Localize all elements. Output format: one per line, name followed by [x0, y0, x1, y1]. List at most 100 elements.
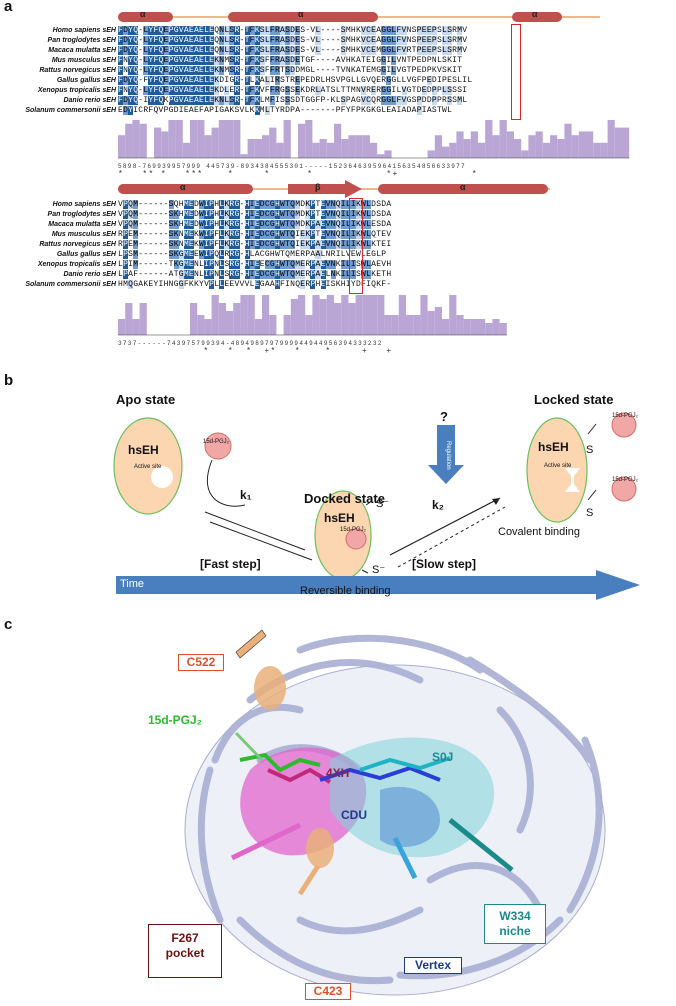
conservation-1-bar — [377, 154, 385, 158]
conservation-2-bar — [449, 295, 457, 335]
covalent-binding-label: Covalent binding — [498, 526, 580, 538]
c522-label: C522 — [178, 654, 224, 671]
alignment1-sequence-7: FDYQ-IYFQKPGVAEAELEKNLSR-TFKLMFISSSDTGGF… — [118, 96, 468, 105]
conservation-1-bar — [427, 150, 435, 158]
conservation-1-bar — [132, 120, 140, 158]
conservation-1-bar — [434, 135, 442, 158]
cysteine-highlight-box-2 — [349, 198, 363, 294]
conservation-1-bar — [614, 127, 622, 158]
conservation-1-bar — [125, 123, 133, 158]
alignment1-sequence-2: FDYQ-LYFQEPGVAEAELEQNLSR-TFKSLFRASDES-VL… — [118, 46, 468, 55]
alignment2-species-3: Mus musculus sEH — [51, 231, 116, 238]
conservation-2-bar — [478, 319, 486, 335]
conservation-1-bar — [370, 142, 378, 158]
alignment2-sequence-2: VPQM------SKHMEDWIPHLKRG-HIEDCGHWTQMDKPA… — [118, 220, 392, 229]
conservation-2-bar — [420, 295, 428, 335]
conservation-1-bar — [139, 123, 147, 158]
w334-line2: niche — [499, 924, 531, 938]
alignment2-species-1: Pan troglodytes sEH — [47, 211, 116, 218]
conservation-1-bar — [168, 120, 176, 158]
conservation-2-bar — [398, 295, 406, 335]
conservation-1-bar — [204, 135, 212, 158]
conservation-2-bar — [118, 319, 126, 335]
conservation-1-bar — [197, 120, 205, 158]
conservation-1-bar — [175, 120, 183, 158]
reversible-binding-label: Reversible binding — [300, 585, 391, 597]
conservation-2-bar — [384, 315, 392, 335]
conservation-1-bar — [283, 120, 291, 158]
conservation-1-bar — [233, 120, 241, 158]
conservation-1-bar — [550, 135, 558, 158]
ligand-cdu-label: CDU — [341, 808, 367, 822]
locked-ligand-label-1: 15d-PGJ₂ — [612, 413, 639, 419]
conservation-2-bar — [326, 295, 334, 335]
locked-s-1: S — [586, 444, 594, 456]
alignment2-species-4: Rattus norvegicus sEH — [39, 241, 116, 248]
f267-line1: F267 — [171, 931, 199, 945]
ligand-15d-pgj2-label: 15d-PGJ₂ — [148, 713, 203, 727]
conservation-1-bar — [312, 142, 320, 158]
ss-alpha-3: α — [532, 9, 538, 19]
apo-ligand-label: 15d-PGJ₂ — [203, 439, 230, 445]
alignment2-species-7: Danio rerio sEH — [63, 271, 116, 278]
conservation-2-bar — [305, 315, 313, 335]
alignment1-species-1: Pan troglodytes sEH — [47, 37, 116, 44]
conservation-2-bar — [226, 311, 234, 335]
conservation-scores-1: 5898-769939957999 445739-8934384555301--… — [118, 163, 466, 170]
conservation-1-bar — [154, 127, 162, 158]
conservation-1-bar — [456, 131, 464, 158]
conservation-2-bar — [283, 315, 291, 335]
conservation-2-bar — [370, 295, 378, 335]
conservation-2-bar — [427, 311, 435, 335]
conservation-1-bar — [218, 120, 226, 158]
conservation-1-bar — [254, 139, 262, 158]
conservation-1-bar — [226, 120, 234, 158]
conservation-2-bar — [413, 315, 421, 335]
alignment1-sequence-3: FNYQ-LYFQEPGVAEAELEKNMSR-TFKSFFRASDETGF-… — [118, 56, 463, 65]
f267-line2: pocket — [165, 946, 205, 960]
alignment1-species-7: Danio rerio sEH — [63, 97, 116, 104]
conservation-2-bar — [233, 303, 241, 335]
conservation-2-bar — [218, 303, 226, 335]
alignment2-species-2: Macaca mulatta sEH — [48, 221, 116, 228]
alignment2-species-0: Homo sapiens sEH — [52, 201, 116, 208]
alignment1-sequence-4: FNYQ-LYFQEPGVAEAELEKNMSR-TFKSFFRTSDDMGL-… — [118, 66, 463, 75]
conservation-1-bar — [593, 142, 601, 158]
conservation-1-bar — [341, 139, 349, 158]
conservation-2-bar — [377, 295, 385, 335]
conservation-scores-2: 3737------743975799394-48949897979999449… — [118, 340, 383, 347]
alignment1-species-6: Xenopus tropicalis sEH — [37, 87, 116, 94]
ligand-4xh-label: 4XH — [326, 766, 350, 780]
conservation-1-bar — [542, 142, 550, 158]
conservation-2-bar — [334, 303, 342, 335]
conservation-2-bar — [290, 299, 298, 335]
conservation-1-bar — [485, 120, 493, 158]
conservation-2-bar — [391, 315, 399, 335]
conservation-2-bar — [139, 303, 147, 335]
locked-s-2: S — [586, 507, 594, 519]
conservation-2-bar — [262, 295, 270, 335]
kinetics-diagram — [113, 412, 640, 600]
alignment2-sequence-4: RPEM------SKNMEKWIPFLKRG-HIEDCGHWTQIEKPA… — [118, 240, 392, 249]
conservation-1-bar — [442, 146, 450, 158]
conservation-2-bar — [442, 319, 450, 335]
conservation-1-bar — [506, 131, 514, 158]
locked-ligand-label-2: 15d-PGJ₂ — [612, 477, 639, 483]
conservation-1-bar — [319, 139, 327, 158]
conservation-1-bar — [269, 127, 277, 158]
docked-thiolate-2: S⁻ — [372, 564, 386, 576]
conservation-2-bar — [492, 319, 500, 335]
alignment2-sequence-1: VPQM------SKHMEDWIPHLKRG-HIEDCGHWTQMDKPT… — [118, 210, 392, 219]
conservation-2-bar — [190, 303, 198, 335]
conservation-2-bar — [197, 315, 205, 335]
conservation-2-bar — [132, 319, 140, 335]
conservation-2-bar — [211, 295, 219, 335]
regulation-question: ? — [440, 409, 448, 424]
alignment2-sequence-3: RPEM------SKNMEKWIPFLKRG-HIEDCGHWTQIEKPT… — [118, 230, 392, 239]
conservation-1-bar — [355, 135, 363, 158]
regulation-label: Regulation — [445, 441, 451, 470]
alignment2-sequence-5: LPSM------SKGMEEWIPQLRRG-HLACGHWTQMERPAA… — [118, 250, 387, 259]
conservation-2-bar — [499, 323, 507, 335]
panel-label-a: a — [4, 0, 13, 15]
conservation-1-bar — [211, 127, 219, 158]
